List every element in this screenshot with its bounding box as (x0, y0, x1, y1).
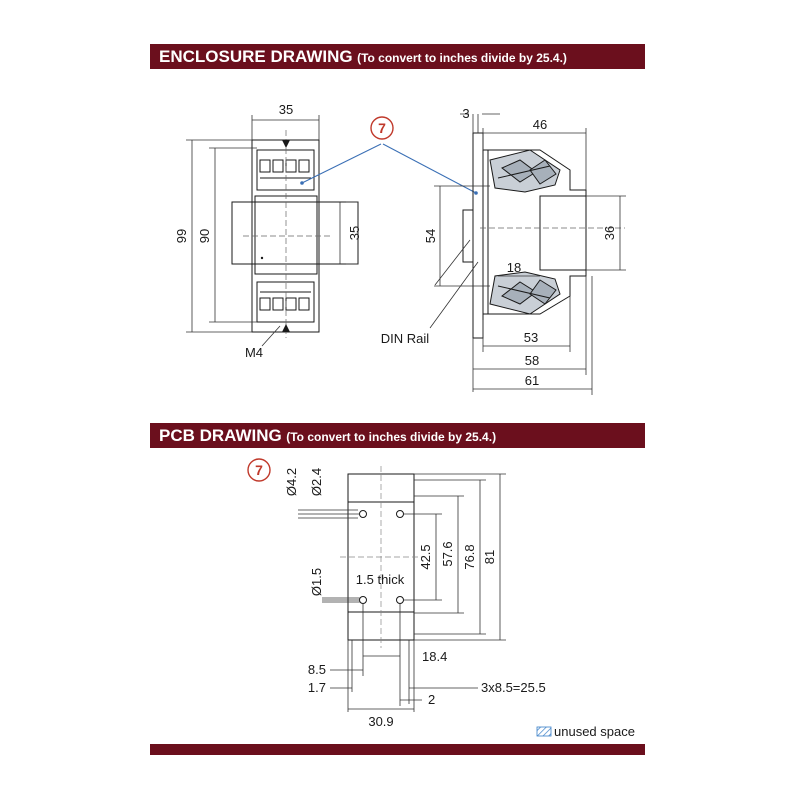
mount-hole-top-left (359, 510, 367, 518)
dim-hole-15: Ø1.5 (309, 568, 324, 596)
enclosure-callout-number: 7 (378, 120, 386, 136)
legend (536, 726, 552, 737)
unused-area-bottom (347, 611, 415, 641)
mount-hole-top-right (396, 510, 404, 518)
dim-81: 81 (482, 550, 497, 564)
mount-hole-bottom-left (359, 596, 367, 604)
terminal-mechanism-top (489, 149, 561, 193)
dim-3x85: 3x8.5=25.5 (481, 680, 546, 695)
dim-front-rail: 35 (347, 226, 362, 240)
dim-side-58: 58 (525, 353, 539, 368)
dim-side-flange: 3 (462, 106, 469, 121)
legend-label: unused space (554, 724, 635, 739)
dim-side-53: 53 (524, 330, 538, 345)
pcb-callout-number: 7 (255, 462, 263, 478)
terminal-mechanism-bottom (489, 271, 561, 315)
pcb-title-bar: PCB DRAWING (To convert to inches divide… (150, 423, 645, 448)
dim-17: 1.7 (308, 680, 326, 695)
pcb-title: PCB DRAWING (159, 426, 282, 445)
dim-side-18: 18 (507, 260, 521, 275)
pcb-subtitle: (To convert to inches divide by 25.4.) (286, 430, 497, 444)
dim-425: 42.5 (418, 544, 433, 569)
bottom-terminal-block (256, 281, 315, 323)
enclosure-front-view (231, 130, 359, 338)
dim-side-top: 46 (533, 117, 547, 132)
dim-85: 8.5 (308, 662, 326, 677)
dim-side-height: 54 (423, 229, 438, 243)
din-rail-shape (231, 201, 359, 265)
dim-side-61: 61 (525, 373, 539, 388)
label-screw-m4: M4 (245, 345, 263, 360)
pcb-dimension-lines (298, 473, 506, 712)
side-dimension-lines (429, 113, 626, 395)
label-din-rail: DIN Rail (381, 331, 430, 346)
pcb-board (340, 466, 422, 648)
dim-309: 30.9 (368, 714, 393, 729)
dim-front-height-outer: 99 (174, 229, 189, 243)
label-thickness: 1.5 thick (356, 572, 405, 587)
enclosure-side-view (462, 132, 625, 339)
dim-576: 57.6 (440, 541, 455, 566)
enclosure-subtitle: (To convert to inches divide by 25.4.) (357, 51, 567, 65)
enclosure-callout (300, 116, 478, 195)
dim-hole-42: Ø4.2 (284, 468, 299, 496)
top-terminal-block (256, 149, 315, 191)
footer-bar (150, 744, 645, 755)
dim-768: 76.8 (462, 544, 477, 569)
legend-swatch (536, 726, 552, 737)
dim-front-width: 35 (279, 102, 293, 117)
enclosure-title: ENCLOSURE DRAWING (159, 47, 353, 66)
pcb-callout (247, 458, 271, 482)
din-rail-flange (472, 132, 484, 339)
enclosure-title-bar: ENCLOSURE DRAWING (To convert to inches … (150, 44, 645, 69)
dim-184: 18.4 (422, 649, 447, 664)
dim-hole-24: Ø2.4 (309, 468, 324, 496)
mount-hole-bottom-right (396, 596, 404, 604)
dim-front-height-inner: 90 (197, 229, 212, 243)
dim-side-inner: 36 (602, 226, 617, 240)
dim-2: 2 (428, 692, 435, 707)
front-dimension-lines (186, 115, 358, 347)
